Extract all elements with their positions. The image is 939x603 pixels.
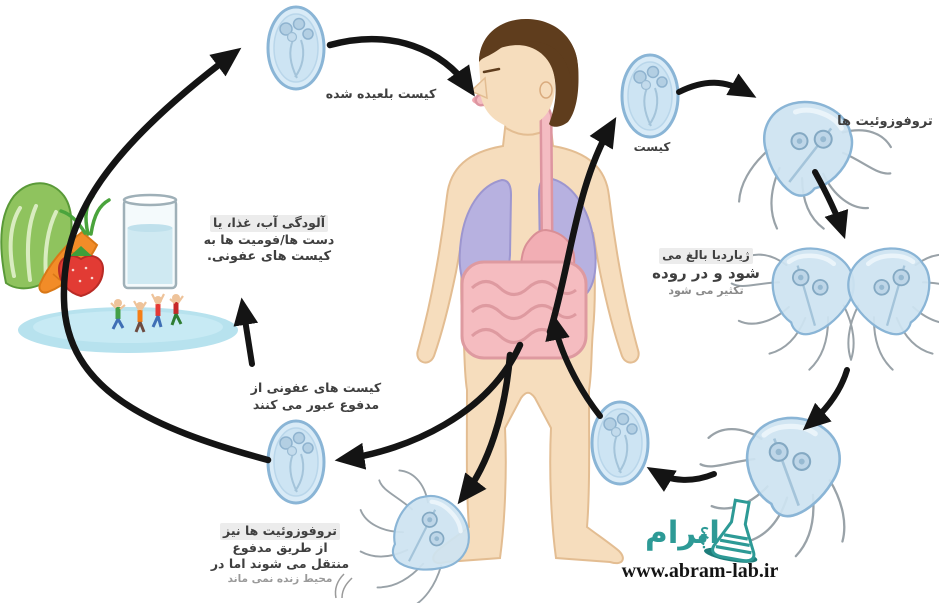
label-ingested-cyst: کیست بلعیده شده — [325, 86, 437, 101]
grass-squiggle — [334, 573, 353, 599]
text-line: تکثیر می شود — [668, 283, 744, 297]
text-line: ژیاردیا بالغ می — [659, 248, 753, 264]
website-url: www.abram-lab.ir — [621, 560, 779, 582]
arrow-pond-to-food — [233, 297, 259, 367]
strawberry-illustration — [57, 246, 105, 298]
cyst-right-illustration — [620, 53, 680, 139]
text-line: مدفوع عبور می کنند — [252, 396, 380, 412]
water-glass-illustration — [122, 193, 178, 290]
text-line: منتقل می شوند اما در — [210, 556, 350, 571]
arrow-gut-to-fecal-trophozoite — [457, 351, 514, 505]
text-line: کیست های عفونی از — [250, 380, 382, 395]
swimmers-illustration — [110, 293, 184, 333]
cyst-ingested-illustration — [266, 5, 326, 91]
arrow-cyst-to-trophozoite — [676, 73, 757, 98]
arrow-cyst-to-mouth — [326, 35, 475, 97]
text-line: محیط زنده نمی ماند — [227, 572, 333, 585]
arrow-trophozoite-to-cyst — [646, 467, 717, 492]
text-cysts-pass: کیست های عفونی از مدفوع عبور می کنند — [238, 380, 394, 413]
arrow-cycle-left — [60, 47, 272, 464]
text-trophozoites-pass: تروفوزوئیت ها نیز از طریق مدفوع منتقل می… — [204, 523, 356, 586]
arrow-division-to-trophozoite — [802, 367, 850, 431]
lifecycle-arrows — [60, 35, 850, 505]
human-body-illustration — [416, 18, 640, 565]
text-line: آلودگی آب، غذا، یا — [210, 215, 328, 232]
text-line: تروفوزوئیت ها نیز — [220, 523, 340, 540]
text-line: شود و در روده — [652, 263, 760, 282]
head-illustration — [469, 18, 579, 127]
lab-flask-icon — [698, 498, 758, 563]
arrow-cyst-to-gut — [545, 312, 603, 419]
lab-logo-text: ابرام — [645, 515, 720, 551]
pond-illustration — [18, 307, 238, 353]
label-trophozoites: تروفوزوئیت ها — [837, 114, 933, 129]
arrow-trophozoite-to-division — [812, 169, 849, 240]
cyst-fecal-illustration — [266, 419, 326, 505]
text-contamination: آلودگی آب، غذا، یا دست ها/فومیت ها به کی… — [196, 215, 342, 265]
text-maturation: ژیاردیا بالغ می شود و در روده تکثیر می ش… — [645, 248, 767, 298]
text-line: دست ها/فومیت ها به — [203, 231, 335, 247]
text-line: از طریق مدفوع — [232, 539, 328, 555]
text-line: کیست های عفونی. — [206, 249, 332, 264]
label-cyst: کیست — [633, 140, 671, 154]
arrow-gut-to-cyst — [546, 116, 617, 336]
